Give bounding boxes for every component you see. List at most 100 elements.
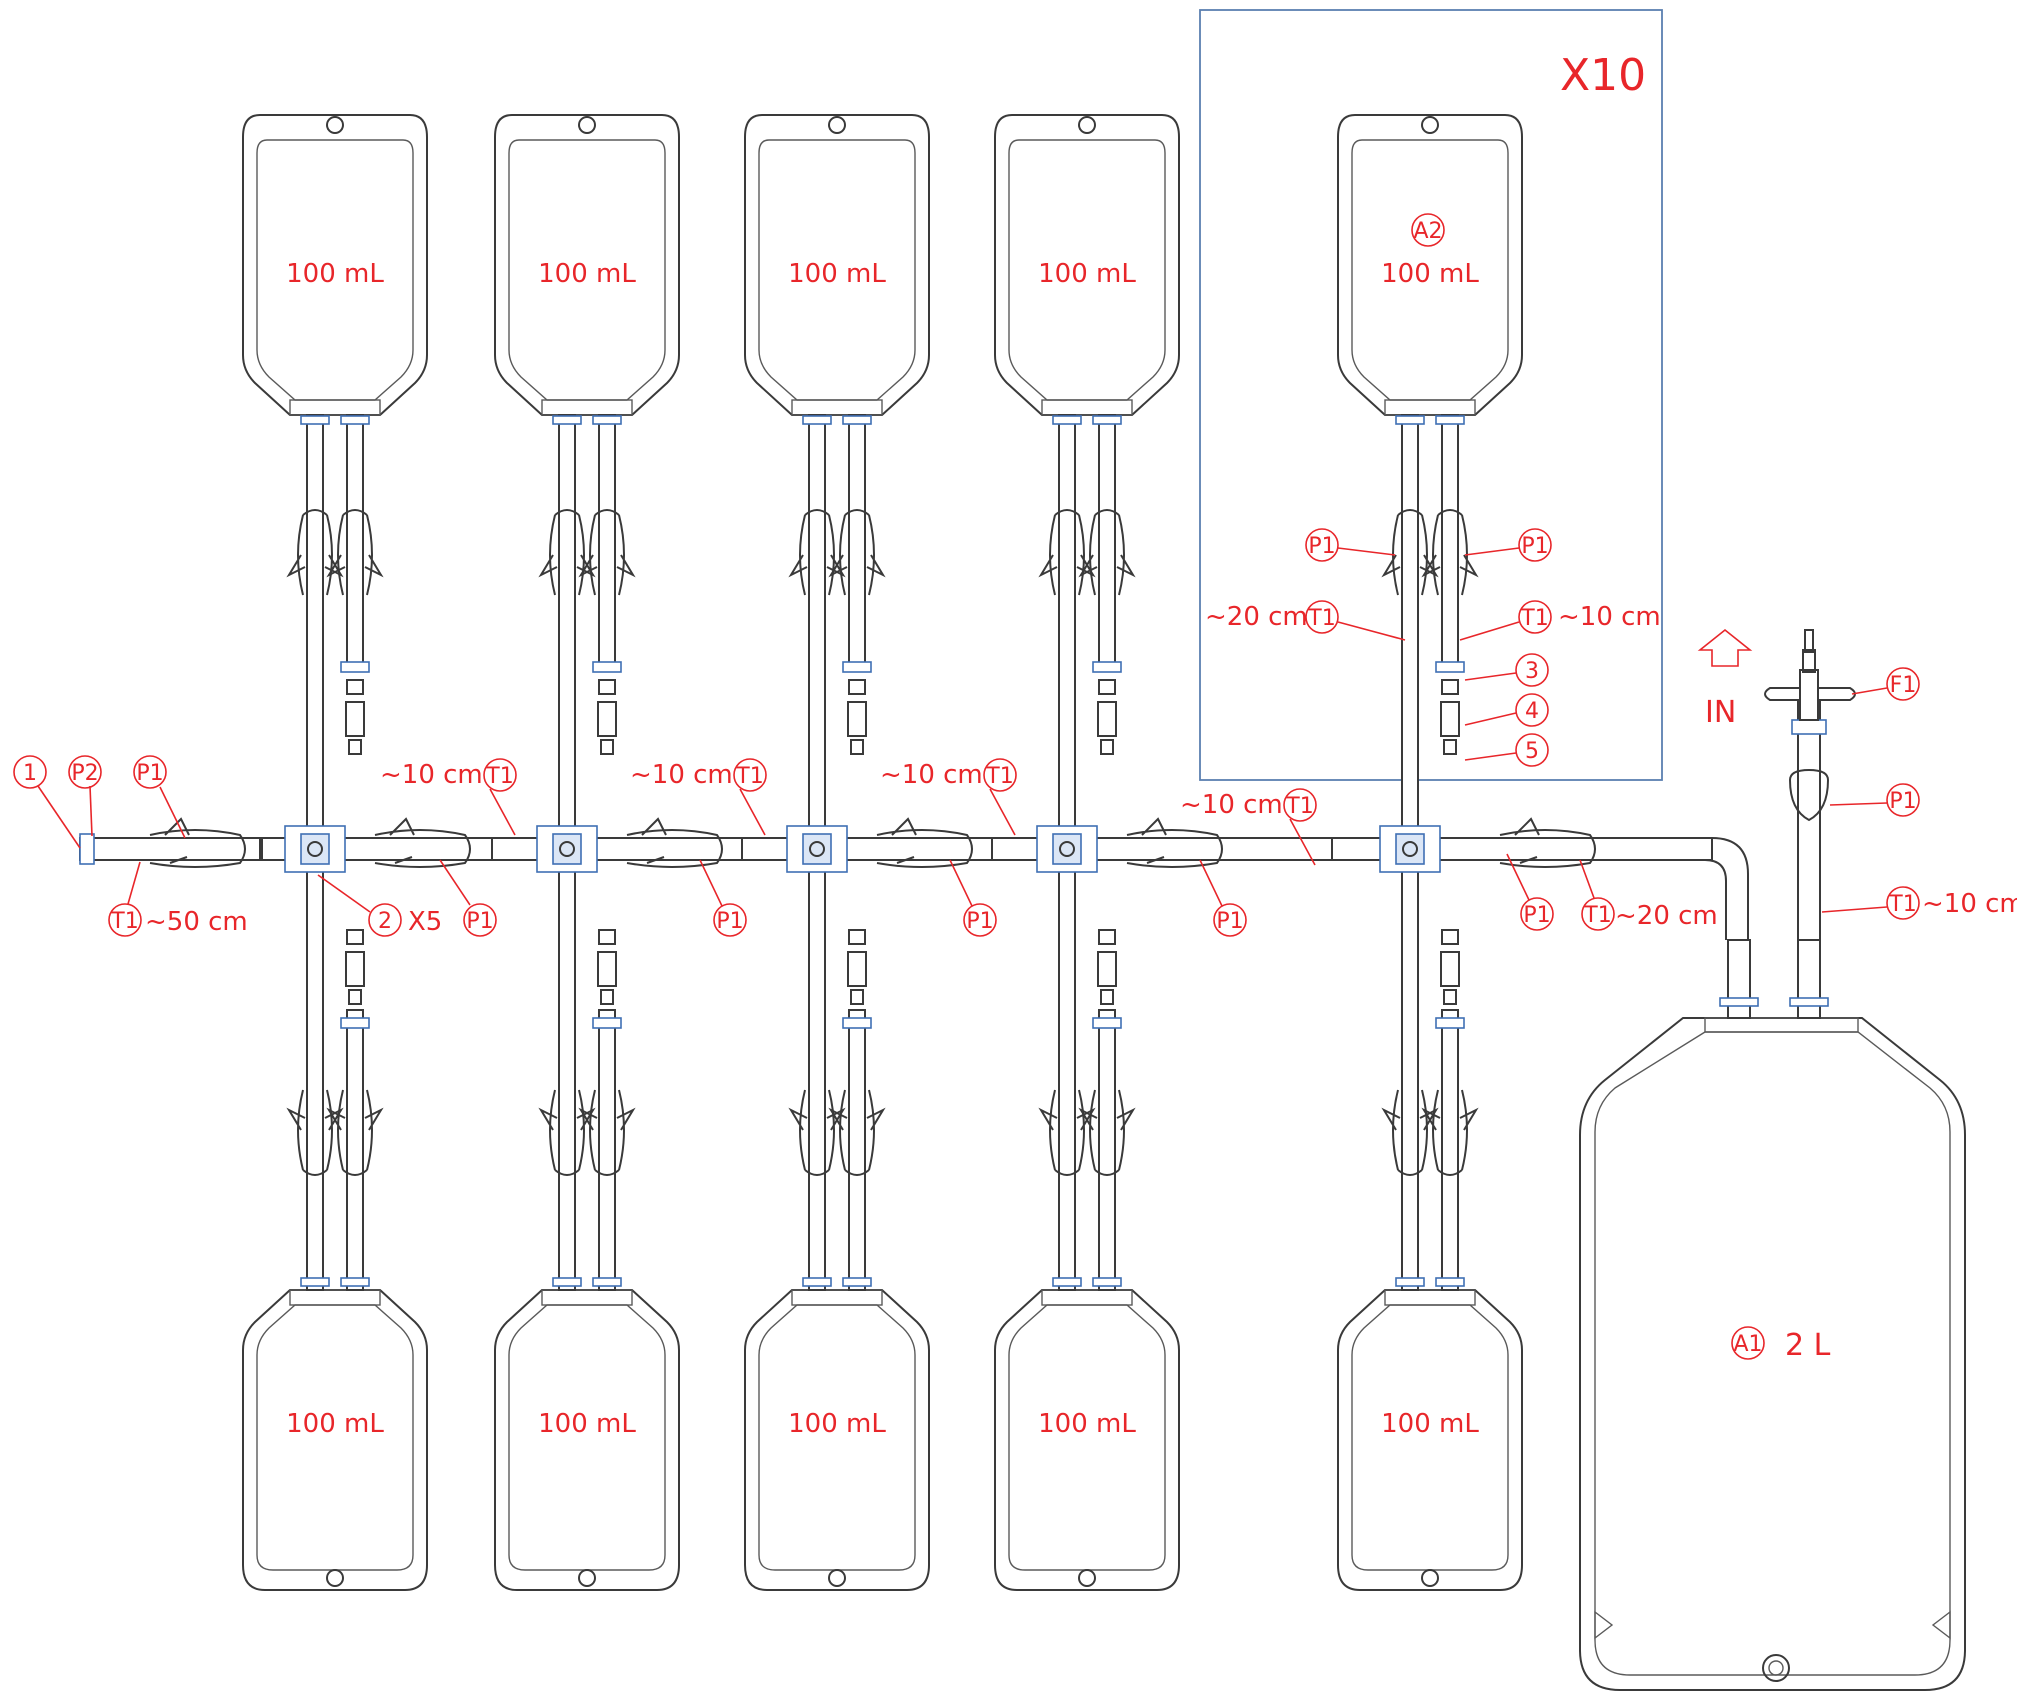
callout-P1-circle <box>1518 528 1552 562</box>
callout-P1-circle <box>963 903 997 937</box>
leader-line <box>1289 818 1316 866</box>
tube-branch-lower <box>598 1009 616 1291</box>
branch-luer <box>340 1017 370 1029</box>
callout-P1: P1 <box>1216 909 1243 934</box>
port-connector <box>842 415 872 425</box>
tube-branch-lower <box>346 1009 364 1291</box>
length-20cm: ~20 cm <box>1205 602 1308 632</box>
bag-seal <box>1384 399 1476 416</box>
callout-P1: P1 <box>1308 534 1335 559</box>
tube-main-lower <box>1401 859 1419 1291</box>
length-10cm: ~10 cm <box>1922 889 2017 919</box>
manifold-junction-core <box>802 833 832 865</box>
pinch-clamp <box>578 509 636 596</box>
tube-branch-lower <box>1098 1009 1116 1291</box>
callout-1-circle <box>13 755 47 789</box>
callout-T1: T1 <box>1520 606 1548 631</box>
pinch-clamp <box>788 509 846 596</box>
pinch-clamp <box>828 509 886 596</box>
manifold-junction-core <box>300 833 330 865</box>
port-connector <box>1052 415 1082 425</box>
tube-main-upper <box>1401 414 1419 841</box>
leader-line <box>37 785 81 849</box>
leader-line <box>1464 752 1517 761</box>
length-10cm: ~10 cm <box>880 760 983 790</box>
hanger-hole <box>1078 1569 1096 1587</box>
length-20cm: ~20 cm <box>1615 901 1718 931</box>
bag-seal <box>1041 399 1133 416</box>
luer-cap <box>1441 679 1459 695</box>
leader-line <box>317 874 371 913</box>
pinch-clamp <box>1381 1089 1439 1176</box>
luer-cap <box>348 739 362 755</box>
tube-main-upper <box>808 414 826 841</box>
manifold-junction-core <box>1052 833 1082 865</box>
luer-cap <box>1098 929 1116 945</box>
end-cap-P2 <box>79 833 95 865</box>
tube-branch-lower <box>848 1009 866 1291</box>
bag-volume: 100 mL <box>1381 1409 1479 1439</box>
luer-cap <box>600 989 614 1005</box>
leader-line <box>1829 802 1888 806</box>
bag-volume: 100 mL <box>1038 1409 1136 1439</box>
hanger-hole <box>578 1569 596 1587</box>
callout-P1-circle <box>1305 528 1339 562</box>
branch-luer <box>1435 1017 1465 1029</box>
pinch-clamp <box>828 1089 886 1176</box>
luer-cap <box>1100 739 1114 755</box>
port-connector <box>592 1277 622 1287</box>
port-connector <box>1395 1277 1425 1287</box>
bag-volume: 100 mL <box>538 259 636 289</box>
pinch-clamp <box>326 509 384 596</box>
leader-line <box>1464 672 1517 681</box>
port-connector <box>552 415 582 425</box>
bag-seal <box>791 399 883 416</box>
tube-branch-upper <box>346 414 364 671</box>
leader-line <box>1821 906 1888 913</box>
leader-line <box>1459 621 1520 641</box>
pinch-clamp <box>1421 1089 1479 1176</box>
length-10cm: ~10 cm <box>1558 602 1661 632</box>
inlet-line: IN <box>1697 628 1856 941</box>
check-valve <box>1097 701 1117 737</box>
bag-inner <box>1008 1304 1166 1571</box>
hanger-hole <box>828 116 846 134</box>
luer-cap <box>600 739 614 755</box>
callout-T1-circle <box>1581 897 1615 931</box>
pinch-clamp <box>374 817 471 868</box>
tube-main-lower <box>306 859 324 1291</box>
leader-line <box>739 788 766 836</box>
branch-luer <box>1092 661 1122 673</box>
leader-line <box>159 786 186 839</box>
pinch-clamp <box>326 1089 384 1176</box>
pinch-clamp <box>788 1089 846 1176</box>
check-valve <box>597 701 617 737</box>
check-valve <box>597 951 617 987</box>
tube-branch-upper <box>848 414 866 671</box>
callout-P1: P1 <box>136 761 163 786</box>
luer-cap <box>1098 679 1116 695</box>
detail-box <box>1199 9 1663 781</box>
junction-port <box>1402 841 1418 857</box>
callout-P1: P1 <box>966 909 993 934</box>
bag-volume: 100 mL <box>1038 259 1136 289</box>
port-connector <box>1435 1277 1465 1287</box>
callout-T1: T1 <box>485 764 513 789</box>
leader-line <box>699 859 723 907</box>
luer-cap <box>598 679 616 695</box>
leader-line <box>89 785 93 837</box>
tube-branch-lower <box>1441 1009 1459 1291</box>
callout-P2-circle <box>68 755 102 789</box>
x5-label: X5 <box>408 907 442 937</box>
check-valve <box>847 951 867 987</box>
callout-2: 2 <box>378 909 392 934</box>
callout-5-circle <box>1515 733 1549 767</box>
branch-luer <box>592 661 622 673</box>
tube-main-lower <box>1058 859 1076 1291</box>
callout-T1-circle <box>1518 600 1552 634</box>
bag-volume: 100 mL <box>286 1409 384 1439</box>
bag-seal <box>289 1289 381 1306</box>
